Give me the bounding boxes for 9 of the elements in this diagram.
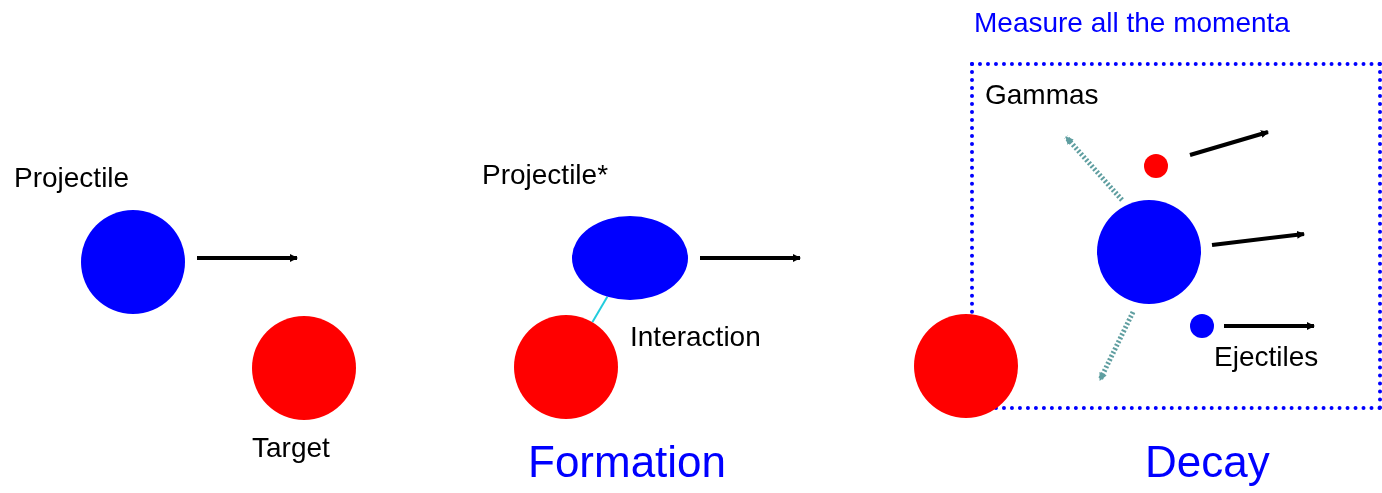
particle-label: Projectile* [482,160,609,191]
frame-title: Measure all the momenta [974,8,1290,39]
decay-product-label: Gammas [985,80,1099,111]
decay-product-label: Ejectiles [1214,342,1319,373]
particle-label: Target [252,433,330,464]
stage-caption: Decay [1145,438,1270,487]
particle-label: Projectile [14,163,130,194]
interaction-line [591,295,609,324]
stage-caption: Formation [528,438,727,487]
